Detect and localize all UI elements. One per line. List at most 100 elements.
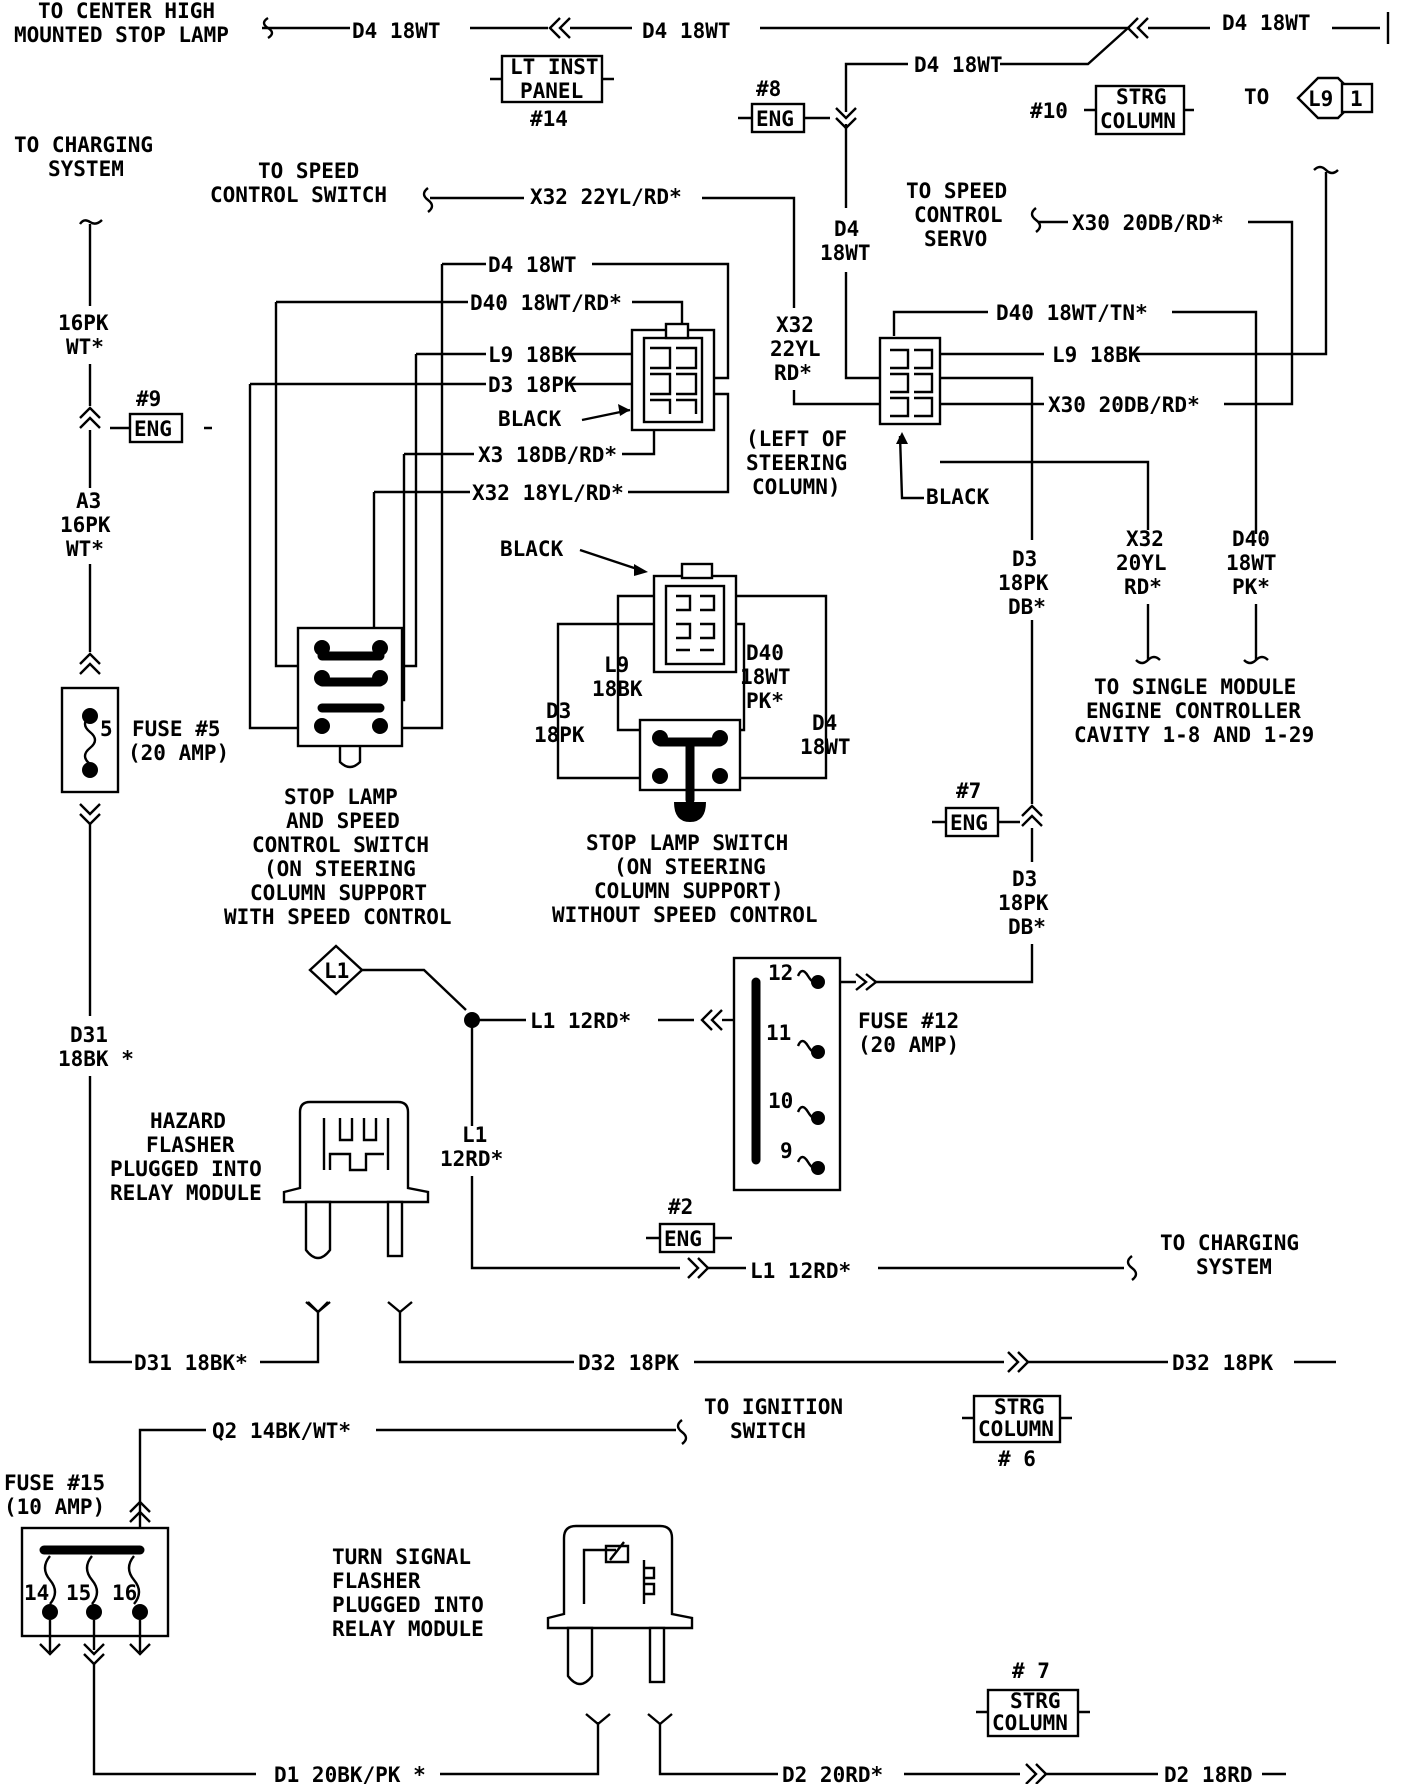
speed-control-switch-circuit: TO SPEED CONTROL SWITCH X32 22YL/RD* X32…	[210, 159, 880, 929]
wire-d2-18rd: D2 18RD	[1164, 1763, 1253, 1784]
wire-12rd-vertical: 12RD*	[440, 1147, 503, 1171]
hazard-label-2: FLASHER	[146, 1133, 235, 1157]
strg-6-label-2: COLUMN	[978, 1417, 1054, 1441]
switch-b-label-3: COLUMN SUPPORT)	[594, 879, 784, 903]
fuse12-circuit: L1 L1 12RD* L1 12RD* L1 12RD* TO CHARGIN…	[308, 944, 1299, 1283]
wire-label-d4-mid: D4 18WT	[642, 19, 731, 43]
hazard-label-3: PLUGGED INTO	[110, 1157, 262, 1181]
top-stop-lamp-circuit: TO CENTER HIGH MOUNTED STOP LAMP D4 18WT…	[14, 0, 1390, 380]
switch-a-label-5: COLUMN SUPPORT	[250, 881, 427, 905]
wire-d32-18pk-a: D32 18PK	[578, 1351, 680, 1375]
switch-b-label-1: STOP LAMP SWITCH	[586, 831, 788, 855]
wire-d40-18wt-rd: D40 18WT/RD*	[470, 291, 622, 315]
stop-switch-d40: D40	[746, 641, 784, 665]
to-center-high-label-2: MOUNTED STOP LAMP	[14, 23, 229, 47]
left-of-label-3: COLUMN)	[752, 475, 841, 499]
eng-8-label: ENG	[756, 107, 794, 131]
lt-inst-label-2: PANEL	[520, 79, 583, 103]
to-single-module-label-2: ENGINE CONTROLLER	[1086, 699, 1301, 723]
wire-wt-b: WT*	[66, 537, 104, 561]
stop-switch-d3: D3	[546, 699, 571, 723]
switch-a-label-6: WITH SPEED CONTROL	[224, 905, 452, 929]
fuse-12-label-1: FUSE #12	[858, 1009, 959, 1033]
black-label-c: BLACK	[926, 485, 990, 509]
wire-x3-18db-rd: X3 18DB/RD*	[478, 443, 617, 467]
to-single-module-label-3: CAVITY 1-8 AND 1-29	[1074, 723, 1314, 747]
switch-a-label-4: (ON STEERING	[264, 857, 416, 881]
black-label-b: BLACK	[500, 537, 564, 561]
fuse-15-pin-14: 14	[24, 1581, 49, 1605]
wire-d3-right-a: D3	[1012, 547, 1037, 571]
fuse-15-pin-15: 15	[66, 1581, 91, 1605]
l9-diamond-label: L9	[1308, 87, 1333, 111]
wire-d2-20rd: D2 20RD*	[782, 1763, 883, 1784]
strg-6-label-1: STRG	[994, 1395, 1045, 1419]
to-l9-to: TO	[1244, 85, 1269, 109]
strg-10-number: #10	[1030, 99, 1068, 123]
wire-d1-20bk-pk: D1 20BK/PK *	[274, 1763, 426, 1784]
wire-x32-18yl-rd: X32 18YL/RD*	[472, 481, 624, 505]
to-charging-b-label-2: SYSTEM	[1196, 1255, 1272, 1279]
left-of-label-1: (LEFT OF	[746, 427, 847, 451]
to-speed-servo-label-3: SERVO	[924, 227, 987, 251]
wire-a3: A3	[76, 489, 101, 513]
black-label-a: BLACK	[498, 407, 562, 431]
wire-22yl: 22YL	[770, 337, 821, 361]
wire-18pk-right-a: 18PK	[998, 571, 1049, 595]
wire-d31-label-a: D31	[70, 1023, 108, 1047]
eng-connector-9	[128, 412, 184, 444]
wire-pk-right: PK*	[1232, 575, 1270, 599]
fuse-15-label-2: (10 AMP)	[4, 1495, 105, 1519]
switch-b-label-2: (ON STEERING	[614, 855, 766, 879]
strg-10-label-2: COLUMN	[1100, 109, 1176, 133]
wire-d4-18wt-a: D4 18WT	[488, 253, 577, 277]
wire-rd-a: RD*	[774, 361, 812, 385]
turn-label-2: FLASHER	[332, 1569, 421, 1593]
fuse-5-number: 5	[100, 717, 113, 741]
to-charging-b-label-1: TO CHARGING	[1160, 1231, 1299, 1255]
turn-signal-circuit: TURN SIGNAL FLASHER PLUGGED INTO RELAY M…	[332, 1524, 1286, 1784]
wire-wt-a: WT*	[66, 335, 104, 359]
eng-connector-7	[944, 806, 1000, 838]
wire-l1-vertical: L1	[462, 1123, 487, 1147]
l9-pin-label: 1	[1350, 87, 1363, 111]
stop-switch-d4: D4	[812, 711, 837, 735]
stop-lamp-switch-circuit: BLACK L9 18BK D40 18WT PK* D3 18PK D4 18…	[500, 537, 851, 927]
wire-x32-right: X32	[1126, 527, 1164, 551]
wire-x32-left: X32	[776, 313, 814, 337]
wire-18wt-right: 18WT	[1226, 551, 1277, 575]
eng-8-number: #8	[756, 77, 781, 101]
wire-label-d4-left: D4 18WT	[352, 19, 441, 43]
strg-6-number: # 6	[998, 1447, 1036, 1471]
turn-label-4: RELAY MODULE	[332, 1617, 484, 1641]
fuse-12-pin-9: 9	[780, 1139, 793, 1163]
stop-switch-l9-gauge: 18BK	[592, 677, 643, 701]
hazard-flasher[interactable]	[282, 1100, 430, 1204]
switch-a-label-1: STOP LAMP	[284, 785, 398, 809]
l1-diamond-label: L1	[324, 959, 349, 983]
fuse-15-label-1: FUSE #15	[4, 1471, 105, 1495]
to-speed-switch-label-1: TO SPEED	[258, 159, 359, 183]
strg-column-connector-7	[986, 1688, 1080, 1738]
to-speed-servo-label-1: TO SPEED	[906, 179, 1007, 203]
wire-d3-right-b: D3	[1012, 867, 1037, 891]
hazard-label-4: RELAY MODULE	[110, 1181, 262, 1205]
wire-l1-12rd-b: L1 12RD*	[750, 1259, 851, 1283]
wire-l1-12rd-a: L1 12RD*	[530, 1009, 631, 1033]
wire-label-d4-branch: D4 18WT	[914, 53, 1003, 77]
wire-db-right-a: DB*	[1008, 595, 1046, 619]
to-speed-servo-label-2: CONTROL	[914, 203, 1003, 227]
hazard-label-1: HAZARD	[150, 1109, 226, 1133]
turn-signal-flasher[interactable]	[546, 1524, 694, 1630]
servo-connector[interactable]	[878, 336, 942, 426]
strg-7-number: # 7	[1012, 1659, 1050, 1683]
wire-16pk-a: 16PK	[58, 311, 109, 335]
wire-18pk-right-b: 18PK	[998, 891, 1049, 915]
wire-x32-22yl: X32 22YL/RD*	[530, 185, 682, 209]
wire-d3-18pk-a: D3 18PK	[488, 373, 577, 397]
switch-a-label-2: AND SPEED	[286, 809, 400, 833]
wire-x30-20db-rd-b: X30 20DB/RD*	[1048, 393, 1200, 417]
wire-d40-18wt-tn: D40 18WT/TN*	[996, 301, 1148, 325]
wire-rd-b: RD*	[1124, 575, 1162, 599]
fuse-12-pin-11: 11	[766, 1021, 791, 1045]
